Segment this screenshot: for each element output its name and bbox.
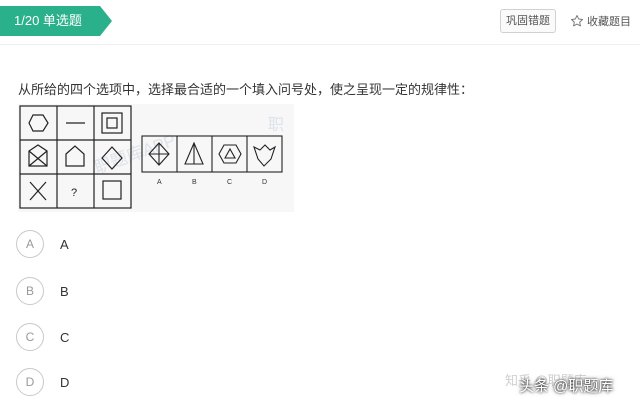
figure-answer-options xyxy=(141,135,283,173)
collect-label: 收藏题目 xyxy=(587,16,631,28)
header-divider xyxy=(0,44,640,45)
option-c-circle[interactable]: C xyxy=(16,323,44,351)
option-a-label: A xyxy=(60,236,69,252)
collect-question-button[interactable]: 收藏题目 xyxy=(570,9,631,33)
option-b[interactable]: B B xyxy=(16,277,216,305)
svg-text:B: B xyxy=(192,179,197,186)
figure-option-labels: A B C D xyxy=(157,179,267,186)
option-d-label: D xyxy=(60,374,70,390)
option-b-circle[interactable]: B xyxy=(16,277,44,305)
option-d-circle[interactable]: D xyxy=(16,368,44,396)
figure-grid: ? xyxy=(19,105,132,209)
svg-text:C: C xyxy=(227,179,232,186)
option-c-label: C xyxy=(60,329,70,345)
svg-text:D: D xyxy=(262,179,267,186)
option-a-circle[interactable]: A xyxy=(16,230,44,258)
zhihu-watermark: 知乎 @职题库 xyxy=(505,373,587,388)
option-c[interactable]: C C xyxy=(16,323,216,351)
star-outline-icon xyxy=(570,14,584,27)
option-d[interactable]: D D xyxy=(16,368,216,396)
consolidate-wrong-button[interactable]: 巩固错题 xyxy=(500,9,556,33)
svg-text:职: 职 xyxy=(268,117,284,134)
question-type-badge: 1/20 单选题 xyxy=(0,6,112,36)
option-b-label: B xyxy=(60,283,69,299)
question-figure: 职题库APP 职 ? xyxy=(18,104,294,212)
question-text: 从所给的四个选项中，选择最合适的一个填入问号处，使之呈现一定的规律性： xyxy=(18,82,474,97)
option-a[interactable]: A A xyxy=(16,230,216,258)
svg-text:?: ? xyxy=(71,187,77,199)
svg-text:A: A xyxy=(157,179,162,186)
toutiao-watermark: 头条 @职题库 xyxy=(519,378,614,395)
